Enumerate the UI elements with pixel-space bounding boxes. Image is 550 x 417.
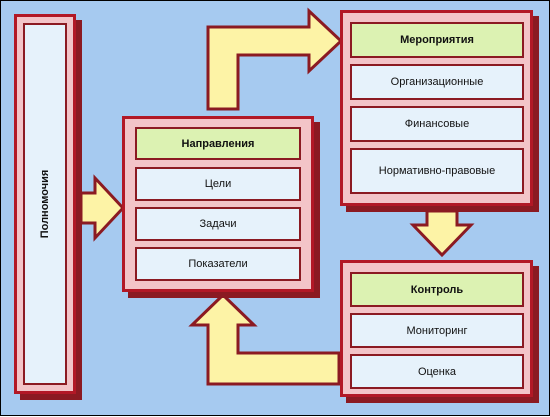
powers-box: Полномочия bbox=[23, 23, 67, 385]
powers-label: Полномочия bbox=[39, 169, 51, 239]
arrow-powers-to-directions bbox=[79, 174, 126, 242]
measures-item-regulatory: Нормативно-правовые bbox=[350, 148, 524, 194]
control-item-evaluation: Оценка bbox=[350, 354, 524, 389]
arrow-measures-to-control bbox=[409, 209, 475, 258]
directions-item-indicators: Показатели bbox=[135, 247, 301, 281]
arrow-directions-to-measures bbox=[206, 7, 344, 111]
control-title: Контроль bbox=[350, 272, 524, 307]
directions-title: Направления bbox=[135, 127, 301, 160]
control-panel: Контроль Мониторинг Оценка bbox=[340, 260, 533, 397]
directions-item-tasks: Задачи bbox=[135, 207, 301, 241]
arrow-control-to-directions bbox=[188, 292, 341, 386]
powers-panel: Полномочия bbox=[14, 14, 76, 394]
measures-item-organizational: Организационные bbox=[350, 64, 524, 100]
measures-item-financial: Финансовые bbox=[350, 106, 524, 142]
directions-panel: Направления Цели Задачи Показатели bbox=[122, 116, 314, 292]
control-item-monitoring: Мониторинг bbox=[350, 313, 524, 348]
measures-title: Мероприятия bbox=[350, 22, 524, 58]
directions-item-goals: Цели bbox=[135, 167, 301, 201]
measures-panel: Мероприятия Организационные Финансовые Н… bbox=[340, 10, 533, 206]
